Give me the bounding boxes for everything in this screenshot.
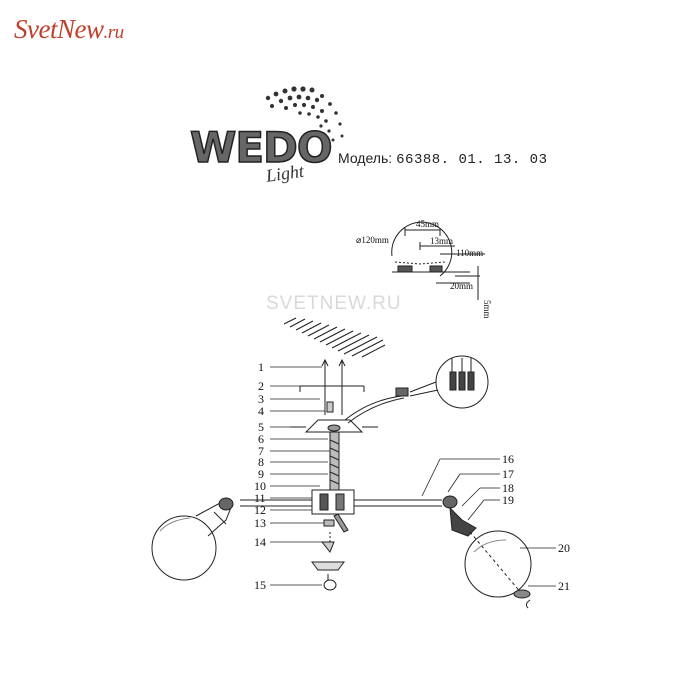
site-logo-name: SvetNew	[14, 14, 104, 44]
callout-20: 20	[558, 541, 570, 555]
callout-3: 3	[258, 392, 264, 406]
central-assembly	[240, 358, 442, 591]
callout-14: 14	[254, 535, 266, 549]
dim-diameter: ⌀120mm	[356, 235, 389, 245]
callout-2: 2	[258, 379, 264, 393]
callout-12: 12	[254, 503, 266, 517]
dim-width-top: 45mm	[416, 219, 439, 229]
dim-depth: 110mm	[456, 248, 483, 258]
brand-logo-sub: Light	[264, 161, 306, 186]
brand-logo: WEDO Light	[189, 86, 344, 186]
callout-6: 6	[258, 432, 264, 446]
site-logo-tld: .ru	[103, 22, 124, 43]
model-label: Модель:	[338, 150, 393, 166]
callout-1: 1	[258, 360, 264, 374]
callout-10: 10	[254, 479, 266, 493]
callout-4: 4	[258, 404, 264, 418]
brand-logo-dots	[265, 86, 344, 142]
right-shade	[442, 495, 532, 609]
ceiling-plate-detail	[391, 221, 485, 300]
brand-logo-text: WEDO	[190, 123, 332, 172]
callout-9: 9	[258, 467, 264, 481]
callout-15: 15	[254, 578, 266, 592]
dim-side: 5mm	[482, 300, 492, 319]
callout-21: 21	[558, 579, 570, 593]
callout-18: 18	[502, 481, 514, 495]
callout-16: 16	[502, 452, 514, 466]
model-number: 66388. 01. 13. 03	[396, 152, 548, 168]
callout-11: 11	[254, 491, 266, 505]
callout-8: 8	[258, 455, 264, 469]
callout-19: 19	[502, 493, 514, 507]
callout-17: 17	[502, 467, 514, 481]
callout-5: 5	[258, 420, 264, 434]
watermark: SVETNEW.RU	[266, 293, 402, 314]
callout-13: 13	[254, 516, 266, 530]
left-shade	[151, 497, 234, 581]
dim-inner: 13mm	[430, 236, 453, 246]
callout-leaders	[270, 366, 556, 587]
site-logo[interactable]: SvetNew.ru	[14, 14, 124, 45]
ceiling-hatch	[283, 317, 386, 358]
callout-7: 7	[258, 444, 264, 458]
model-line: Модель:66388. 01. 13. 03	[338, 150, 547, 168]
wire-connector-detail	[344, 355, 489, 424]
dim-bottom: 20mm	[450, 281, 473, 291]
callout-numbers: 1 2 3 4 5 6 7 8 9 10 11 12 13 14 15 16 1…	[254, 360, 570, 593]
